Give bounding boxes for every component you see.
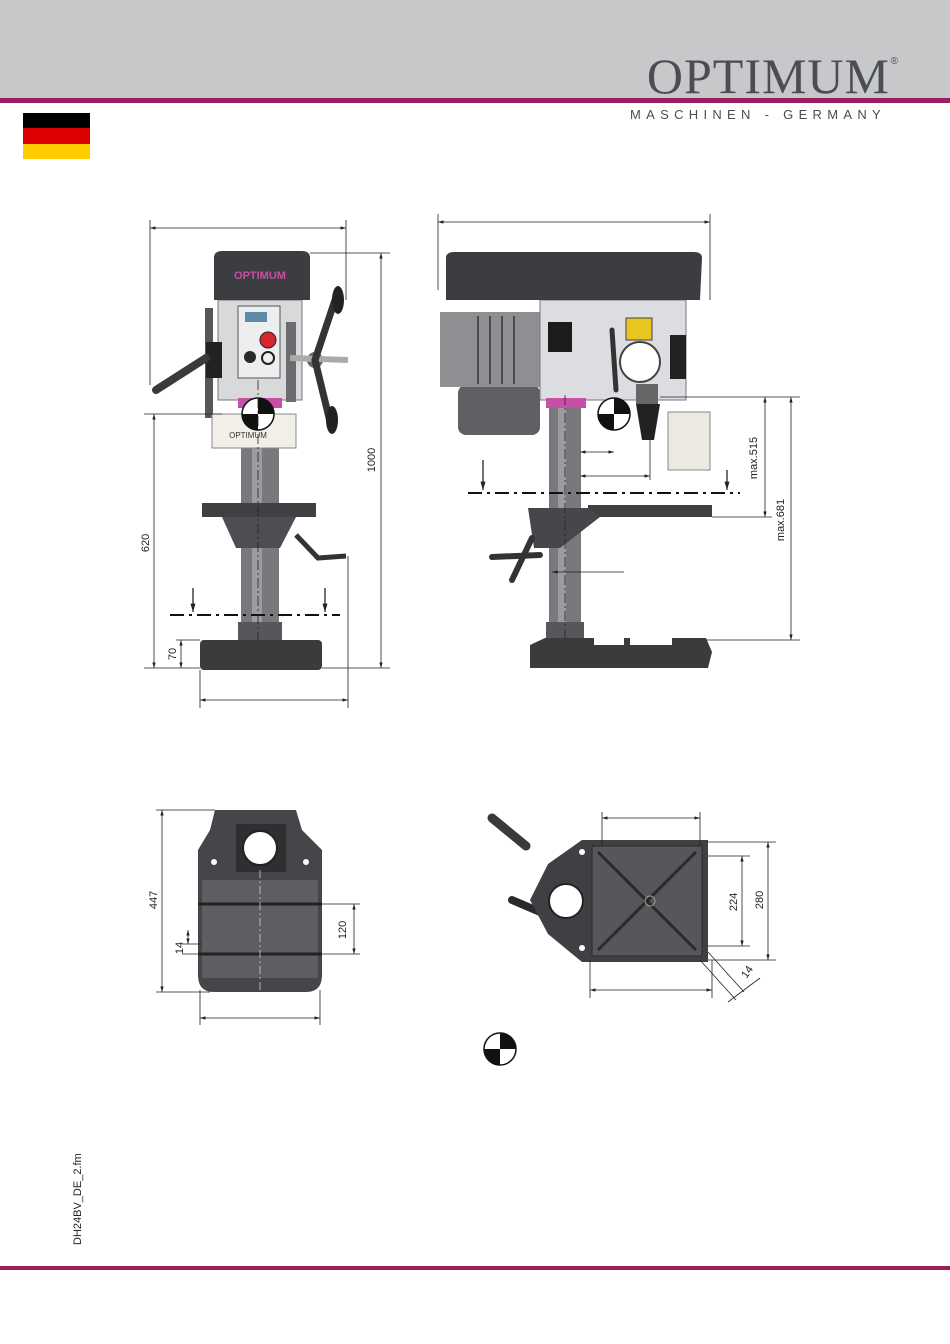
dim-slot-pitch: 120 (337, 921, 349, 939)
table-plan-view: 224 280 14 (492, 812, 776, 1002)
front-view: OPTIMUM OPTIMUM (140, 220, 390, 708)
front-left-lever (156, 358, 206, 390)
side-base-slot-1 (594, 638, 624, 645)
dim-base-depth: 447 (148, 891, 160, 909)
side-chuck (636, 404, 660, 440)
front-right-rail (286, 322, 296, 402)
base-plan-bolt-right (303, 859, 309, 865)
table-plan-bolt-top (579, 849, 585, 855)
dim-max-681: max.681 (775, 499, 787, 541)
front-base (200, 640, 322, 670)
table-plan-column-bore (549, 884, 583, 918)
side-table (588, 505, 712, 517)
dim-max-515: max.515 (748, 437, 760, 479)
table-plan-bolt-bottom (579, 945, 585, 951)
side-base-slot-2 (630, 638, 672, 645)
side-motor-body (458, 385, 540, 435)
dim-slot-width: 14 (174, 942, 186, 954)
side-center-of-gravity-icon (598, 398, 630, 430)
front-table-arm (222, 517, 296, 548)
side-top-cover (446, 252, 702, 300)
footer-rule (0, 1266, 950, 1270)
dim-total-height: 1000 (366, 448, 378, 472)
side-table-handle (492, 555, 540, 557)
dim-base-height: 70 (167, 648, 179, 660)
front-table (202, 503, 316, 517)
footer-filename: DH24BV_DE_2.fm (72, 1153, 84, 1245)
base-plan-view: 447 14 120 (148, 810, 360, 1025)
dim-table-224: 224 (728, 893, 740, 911)
front-table-crank (296, 535, 346, 558)
front-knob-top (332, 286, 344, 314)
base-plan-bolt-left (211, 859, 217, 865)
side-switch (548, 322, 572, 352)
front-display (245, 312, 267, 322)
side-table-arm (528, 508, 600, 548)
front-emergency-stop-icon (260, 332, 276, 348)
dim-table-280: 280 (754, 891, 766, 909)
front-guard-logo: OPTIMUM (229, 431, 267, 440)
front-column-foot (238, 622, 282, 640)
front-cover-logo: OPTIMUM (234, 270, 286, 282)
side-gauge-icon (620, 342, 660, 382)
front-handwheel-spoke-up (315, 300, 335, 360)
front-switch-icon (244, 351, 256, 363)
dim-table-slot-14: 14 (739, 964, 756, 981)
dim-table-height: 620 (140, 534, 152, 552)
table-plan-lever (492, 818, 526, 846)
side-spindle-collar (546, 398, 586, 408)
legend-center-of-gravity-icon (484, 1033, 516, 1065)
side-spindle (636, 384, 658, 404)
side-warning-label-icon (626, 318, 652, 340)
base-plan-bore (243, 831, 277, 865)
front-knob-bottom (326, 406, 338, 434)
side-chuck-guard (668, 412, 710, 470)
side-guard-bracket (670, 335, 686, 379)
side-view: max.515 max.681 (438, 214, 800, 668)
